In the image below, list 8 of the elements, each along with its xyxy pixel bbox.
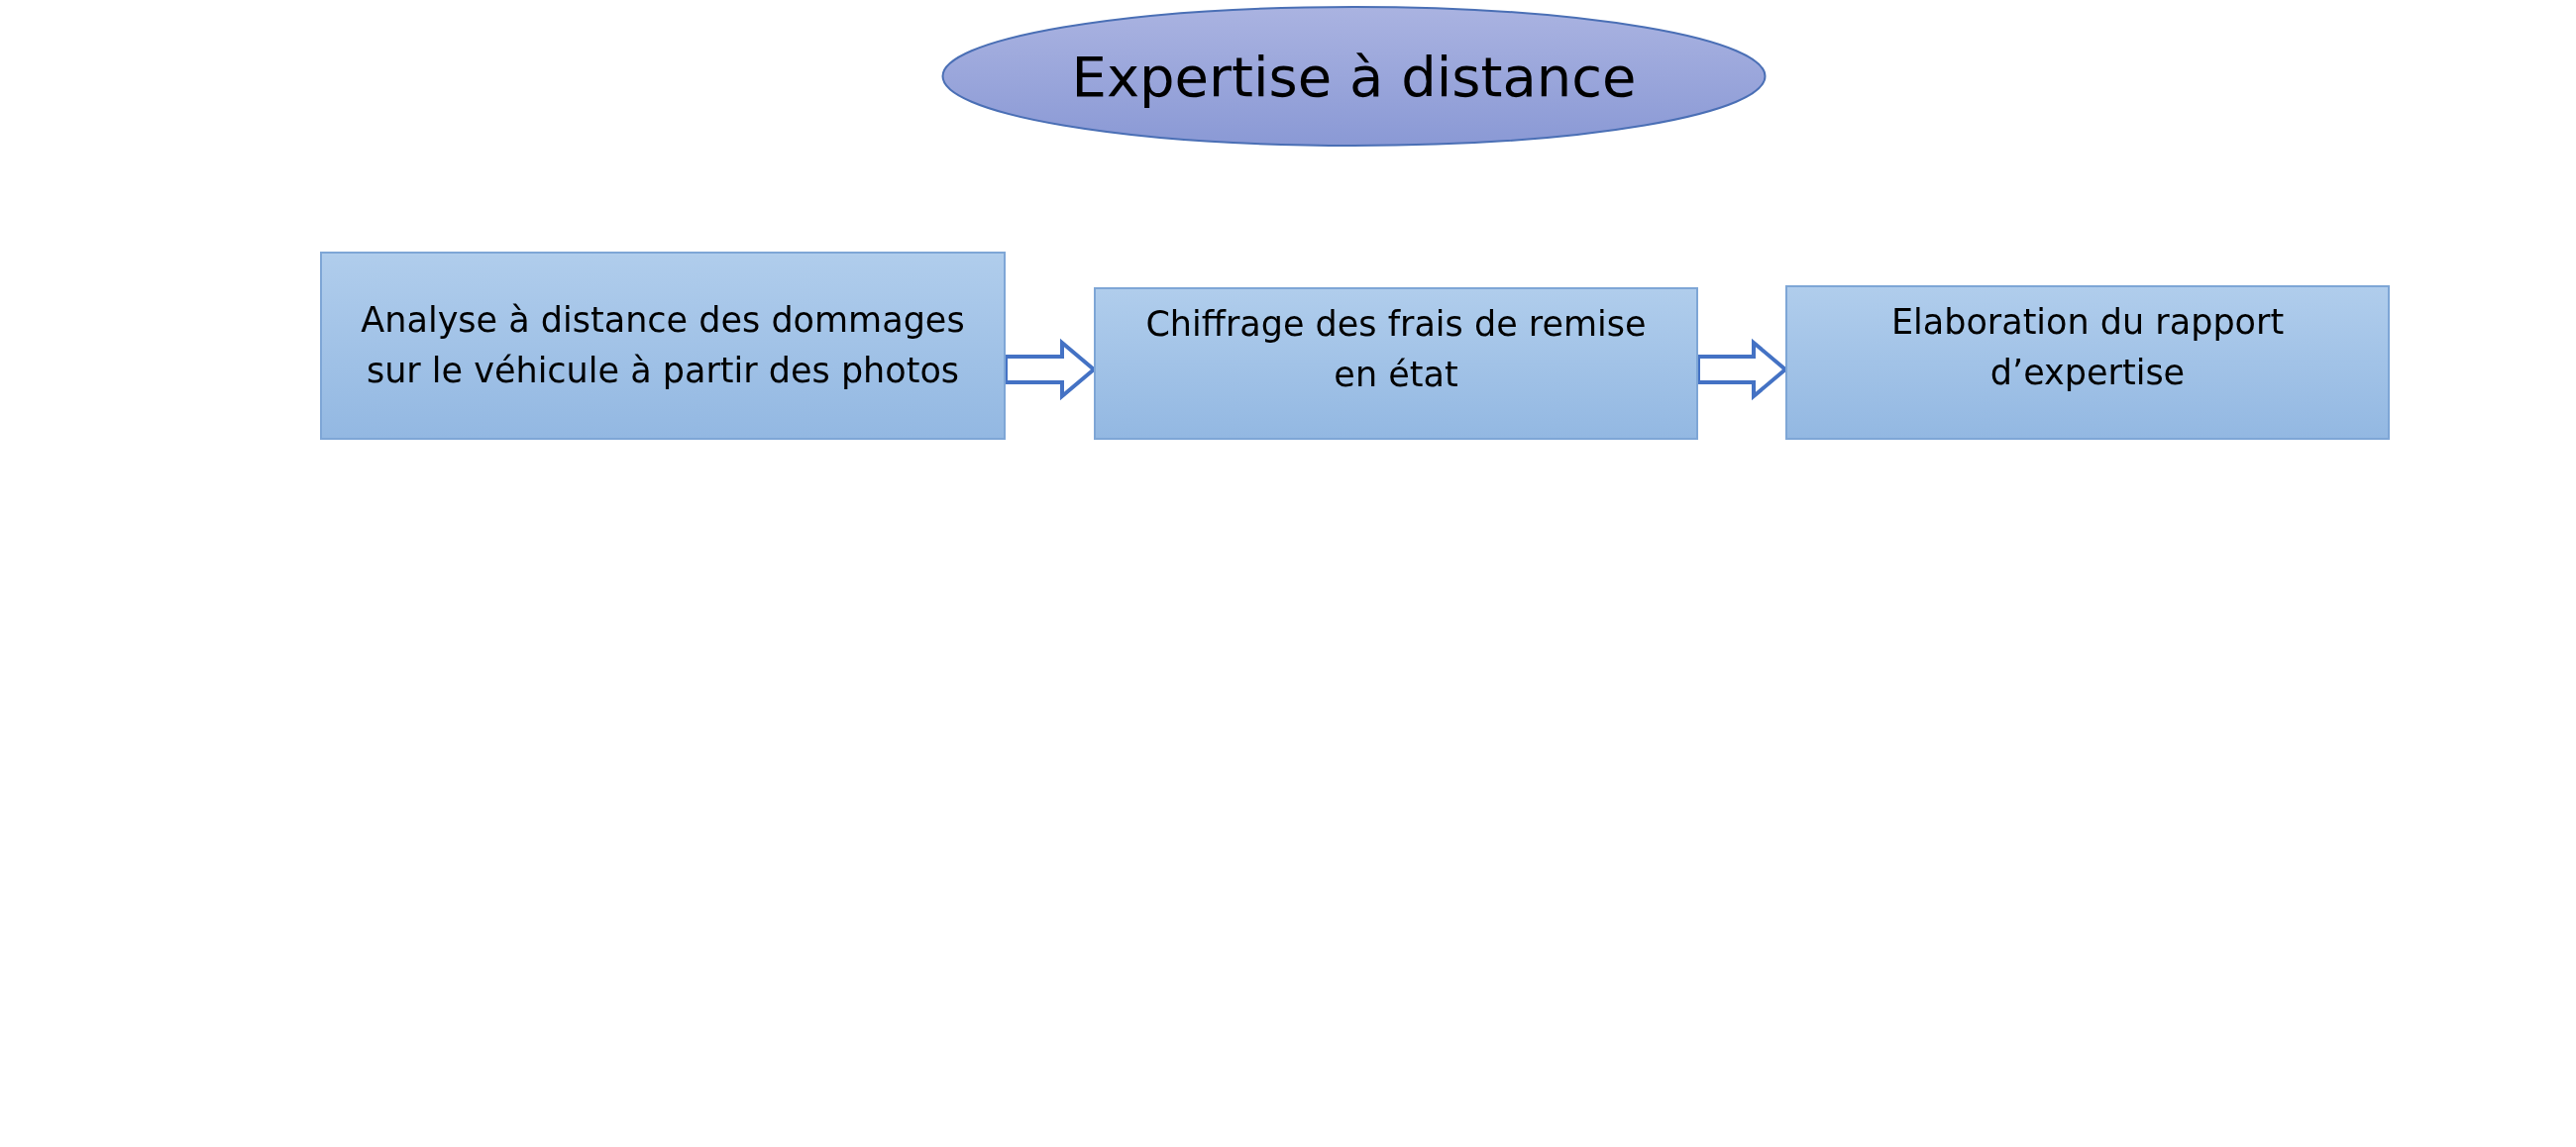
box-text: Chiffrage des frais de remise en état — [1144, 303, 1648, 396]
title-ellipse — [941, 5, 1767, 148]
box-text: Elaboration du rapport d’expertise — [1889, 301, 2286, 394]
box-text: Analyse à distance des dommages sur le véhicule à partir des photos — [360, 299, 966, 392]
process-box — [1785, 285, 2390, 440]
title-text: Expertise à distance — [1071, 44, 1637, 109]
process-box — [320, 252, 1006, 440]
process-box — [1094, 287, 1698, 440]
